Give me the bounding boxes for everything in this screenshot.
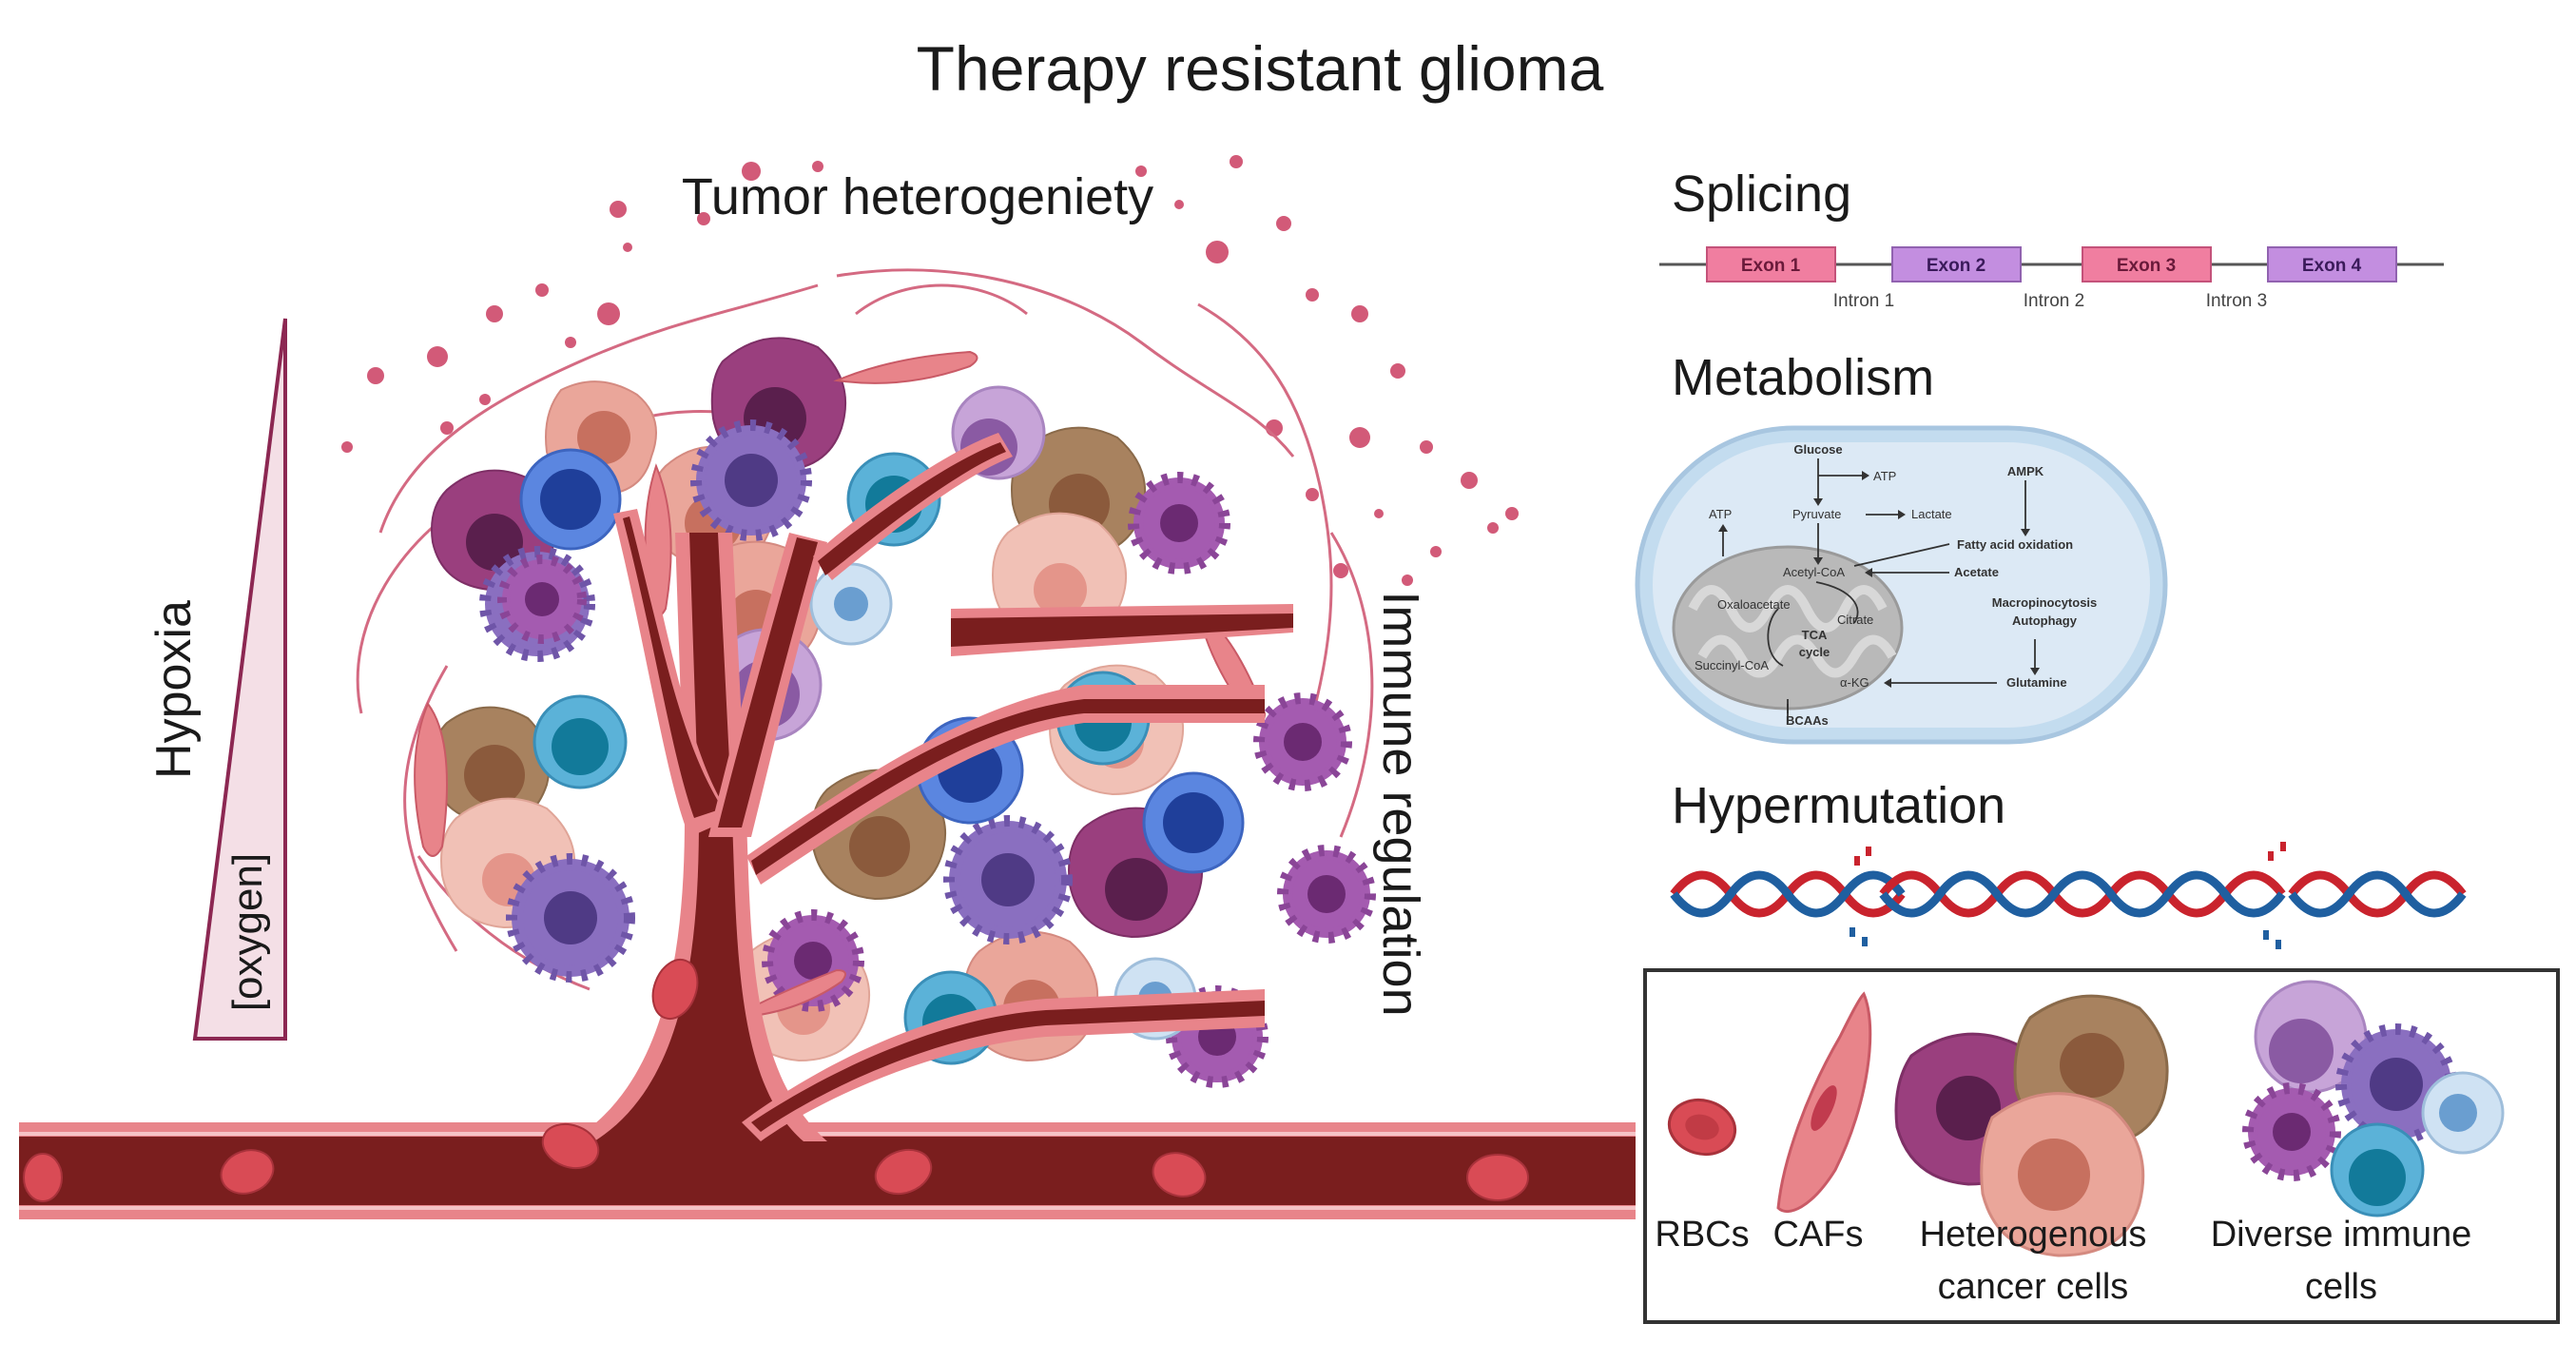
hypoxia-gradient: Hypoxia [oxygen] [146, 318, 287, 1041]
dendritic-cell [1253, 692, 1352, 791]
fatty-acid-oxidation-label: Fatty acid oxidation [1957, 537, 2073, 552]
exon-4-box [2267, 246, 2397, 282]
vessel-rbcs [23, 959, 1529, 1202]
dendritic-cell [497, 555, 587, 644]
glucose-label: Glucose [1793, 442, 1842, 457]
mitochondrion-cristae [1688, 585, 1888, 633]
dendritic-cell [506, 853, 635, 983]
figure-title: Therapy resistant glioma [917, 33, 1604, 104]
cycle-label: cycle [1799, 645, 1830, 659]
t-cell [533, 694, 628, 789]
exon-3-box [2082, 246, 2212, 282]
pyruvate-label: Pyruvate [1792, 507, 1841, 521]
dendritic-cell [690, 419, 812, 541]
dna-break-fragments [1850, 842, 2286, 949]
metabolism-arrowheads [1718, 471, 2040, 688]
legend-cancer-label-1: Heterogenous [1920, 1215, 2147, 1255]
exon-3-label: Exon 3 [2117, 256, 2176, 276]
oxaloacetate-label: Oxaloacetate [1717, 597, 1791, 612]
metabolism-heading: Metabolism [1672, 349, 1934, 406]
legend-cancer-label-2: cancer cells [1938, 1267, 2129, 1307]
exon-2-label: Exon 2 [1927, 256, 1985, 276]
macropinocytosis-label: Macropinocytosis [1992, 595, 2098, 610]
acetyl-coa-label: Acetyl-CoA [1783, 565, 1845, 579]
hypermutation-panel: Hypermutation [1670, 777, 2467, 949]
metabolism-arrows [1722, 458, 2036, 723]
legend-immune-cells-icon [2242, 980, 2505, 1217]
blood-vessels [19, 433, 1636, 1219]
exon-4-label: Exon 4 [2302, 256, 2362, 276]
legend-rbc-icon [1667, 1098, 1737, 1157]
intron-2-label: Intron 2 [2024, 291, 2084, 311]
legend-immune-label-1: Diverse immune [2211, 1215, 2472, 1255]
metabolism-labels: Glucose ATP Pyruvate Lactate ATP Acetyl-… [1695, 442, 2097, 728]
dendritic-cell [1128, 472, 1230, 574]
intron-3-label: Intron 3 [2206, 291, 2267, 311]
hypermutation-heading: Hypermutation [1672, 777, 2005, 834]
dna-helix [1670, 870, 2467, 918]
t-cell [1142, 771, 1245, 874]
cancer-cell [431, 706, 551, 825]
hypoxia-label: Hypoxia [146, 600, 202, 779]
glutamine-label: Glutamine [2006, 675, 2067, 690]
exon-1-box [1706, 246, 1836, 282]
dendritic-cell [1277, 845, 1376, 944]
autophagy-label: Autophagy [2012, 613, 2078, 628]
atp-left-label: ATP [1709, 507, 1732, 521]
ampk-label: AMPK [2007, 464, 2044, 478]
legend-cancer-cells-icon [1894, 994, 2169, 1257]
succinyl-coa-label: Succinyl-CoA [1695, 658, 1769, 672]
tumor-illustration: Tumor heterogeniety Immune regulation [19, 155, 1636, 1219]
legend-immune-label-2: cells [2305, 1267, 2377, 1307]
oxygen-label: [oxygen] [224, 853, 271, 1011]
t-cell [519, 448, 622, 551]
atp-top-label: ATP [1873, 469, 1896, 483]
splicing-panel: Splicing Exon 1 Exon 2 Exon 3 Exon 4 Int… [1659, 166, 2444, 311]
dendritic-cell [943, 815, 1073, 944]
splicing-heading: Splicing [1672, 166, 1851, 223]
citrate-label: Citrate [1837, 613, 1873, 627]
metabolism-panel: Metabolism [1635, 349, 2168, 745]
exon-2-box [1891, 246, 2022, 282]
legend-box: RBCs CAFs Heterogenous cancer cells Dive… [1643, 968, 2560, 1324]
tumor-heterogeneity-label: Tumor heterogeniety [682, 168, 1153, 225]
lactate-label: Lactate [1911, 507, 1952, 521]
monocyte [809, 562, 893, 646]
intron-1-label: Intron 1 [1833, 291, 1894, 311]
mitochondrion-cristae [1697, 634, 1897, 678]
immune-cells-dendritic [479, 419, 1376, 1088]
immune-regulation-label: Immune regulation [1372, 591, 1429, 1016]
legend-caf-icon [1776, 991, 1872, 1214]
legend-cafs-label: CAFs [1773, 1215, 1864, 1255]
exon-1-label: Exon 1 [1741, 256, 1801, 276]
tca-label: TCA [1802, 628, 1828, 642]
akg-label: α-KG [1840, 675, 1869, 690]
legend-rbcs-label: RBCs [1655, 1215, 1749, 1255]
acetate-label: Acetate [1954, 565, 1999, 579]
bcaas-label: BCAAs [1786, 713, 1829, 728]
